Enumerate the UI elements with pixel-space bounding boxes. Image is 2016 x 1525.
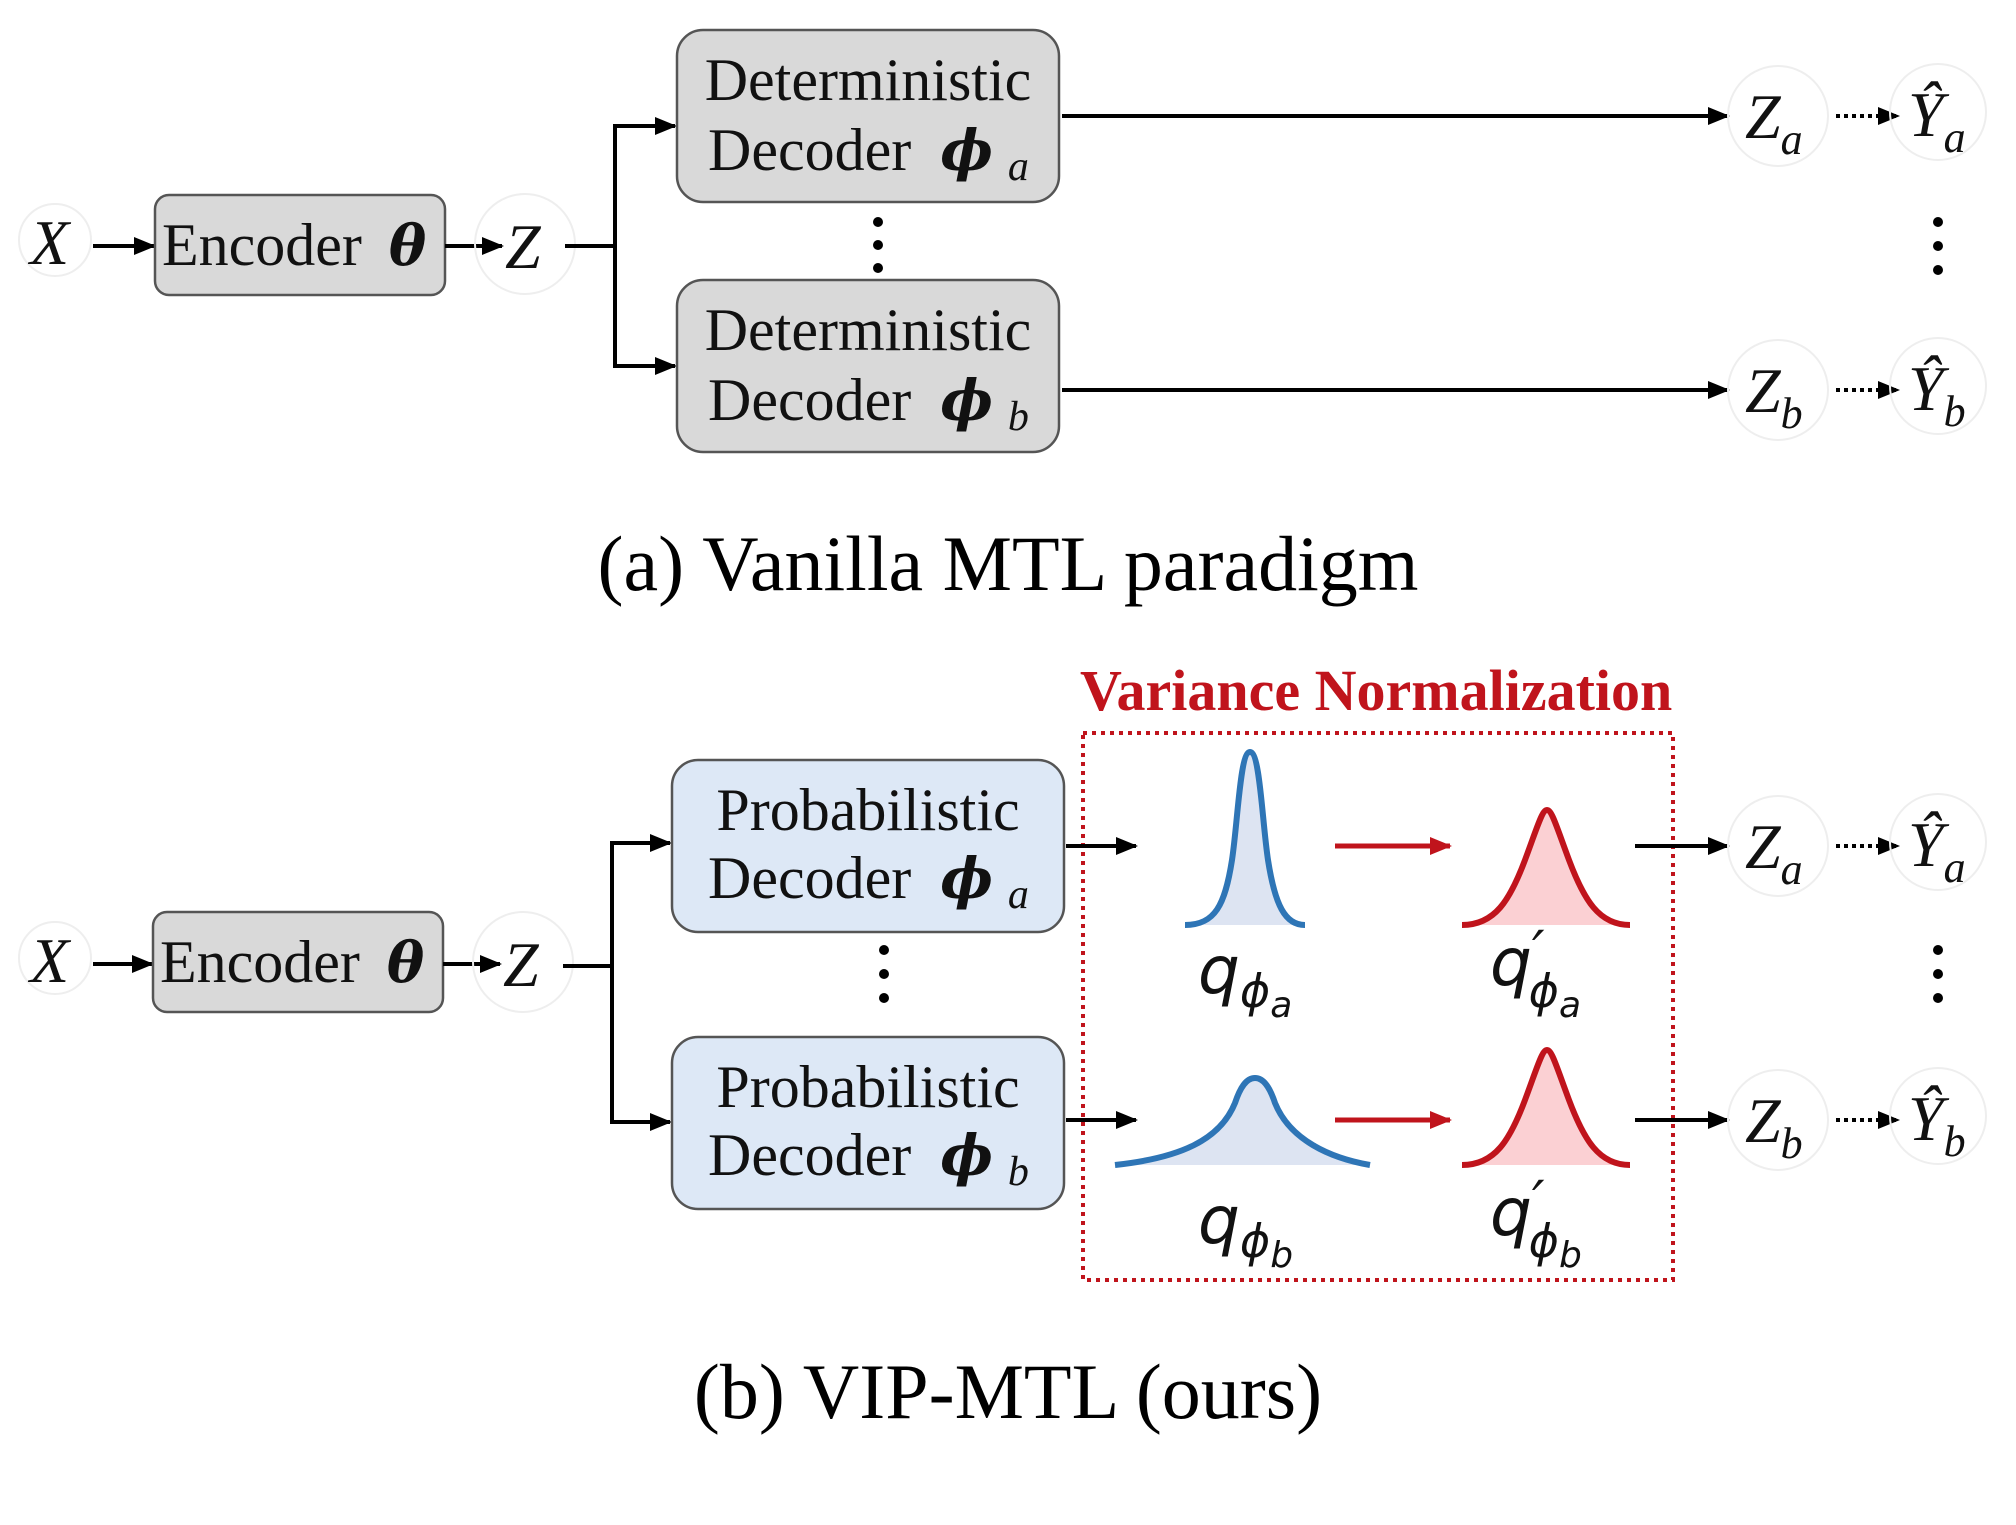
qp-b-curve: [1461, 1046, 1631, 1168]
yb-label: Ŷb: [1908, 353, 1966, 436]
decoder-b-line1: Deterministic: [705, 297, 1032, 363]
probabilistic-decoder-b: [670, 1035, 1066, 1211]
input-x-b: X: [27, 925, 72, 996]
yb-label-b: Ŷb: [1908, 1083, 1966, 1166]
encoder-label-b: Encoder θ: [160, 929, 425, 996]
branch-to-prob-decoder-a: [610, 834, 672, 966]
panel-b: Variance Normalization X Encoder θ Z Pro…: [18, 658, 1987, 1435]
vertical-ellipsis-decoders: [873, 217, 883, 273]
za-label: Za: [1745, 81, 1803, 164]
input-node: [18, 203, 92, 277]
q-a-fill: [1185, 752, 1305, 925]
q-a-curve: [1184, 748, 1306, 928]
deterministic-decoder-a: [675, 28, 1061, 204]
probabilistic-decoder-a: [670, 758, 1066, 934]
yb-node: [1889, 337, 1987, 435]
za-node-b: [1727, 795, 1829, 897]
yb-node-b: [1889, 1067, 1987, 1165]
vertical-ellipsis-decoders-b: [879, 945, 889, 1003]
zb-label-b: Zb: [1745, 1085, 1803, 1168]
qp-b-fill: [1462, 1050, 1630, 1165]
branch-to-decoder-a: [613, 117, 677, 246]
zb-node-b: [1727, 1069, 1829, 1171]
latent-z-b: Z: [503, 929, 540, 1000]
za-node: [1727, 65, 1829, 167]
qp-b-label: q′ϕb: [1490, 1170, 1582, 1276]
input-node-b: [18, 921, 92, 995]
variance-normalization-title: Variance Normalization: [1080, 658, 1672, 723]
decoder-b-line2: Decoder ϕ b: [708, 367, 1029, 440]
ya-label-b: Ŷa: [1908, 809, 1966, 892]
q-a-label: qϕa: [1198, 932, 1292, 1026]
prob-decoder-b-line1: Probabilistic: [716, 1054, 1019, 1120]
zb-label: Zb: [1745, 355, 1803, 438]
caption-a: (a) Vanilla MTL paradigm: [598, 520, 1419, 607]
ya-node-b: [1889, 793, 1987, 891]
qp-a-curve: [1461, 806, 1631, 928]
decoder-a-line1: Deterministic: [705, 47, 1032, 113]
q-b-curve: [1114, 1074, 1371, 1168]
latent-z: Z: [505, 211, 542, 282]
decoder-a-line2: Decoder ϕ a: [708, 117, 1029, 190]
deterministic-decoder-b: [675, 278, 1061, 454]
q-b-label: qϕb: [1198, 1182, 1293, 1276]
latent-node-b: [472, 911, 574, 1013]
qp-a-fill: [1462, 810, 1630, 925]
prob-decoder-a-line1: Probabilistic: [716, 777, 1019, 843]
zb-node: [1727, 339, 1829, 441]
ya-node: [1889, 63, 1987, 161]
branch-to-decoder-b: [613, 246, 677, 375]
encoder-label: Encoder θ: [162, 212, 427, 279]
ya-label: Ŷa: [1908, 79, 1966, 162]
prob-decoder-b-line2: Decoder ϕ b: [708, 1122, 1029, 1195]
prob-decoder-a-line2: Decoder ϕ a: [708, 845, 1029, 918]
vertical-ellipsis-outputs-b: [1933, 945, 1943, 1003]
branch-to-prob-decoder-b: [610, 966, 672, 1131]
panel-a: X Encoder θ Z Deterministic Decoder ϕ a: [18, 28, 1987, 607]
za-label-b: Za: [1745, 811, 1803, 894]
variance-normalization-region: [1081, 731, 1675, 1282]
caption-b: (b) VIP-MTL (ours): [694, 1348, 1322, 1435]
vertical-ellipsis-outputs: [1933, 217, 1943, 275]
qp-a-label: q′ϕa: [1490, 920, 1581, 1026]
input-x: X: [27, 207, 72, 278]
